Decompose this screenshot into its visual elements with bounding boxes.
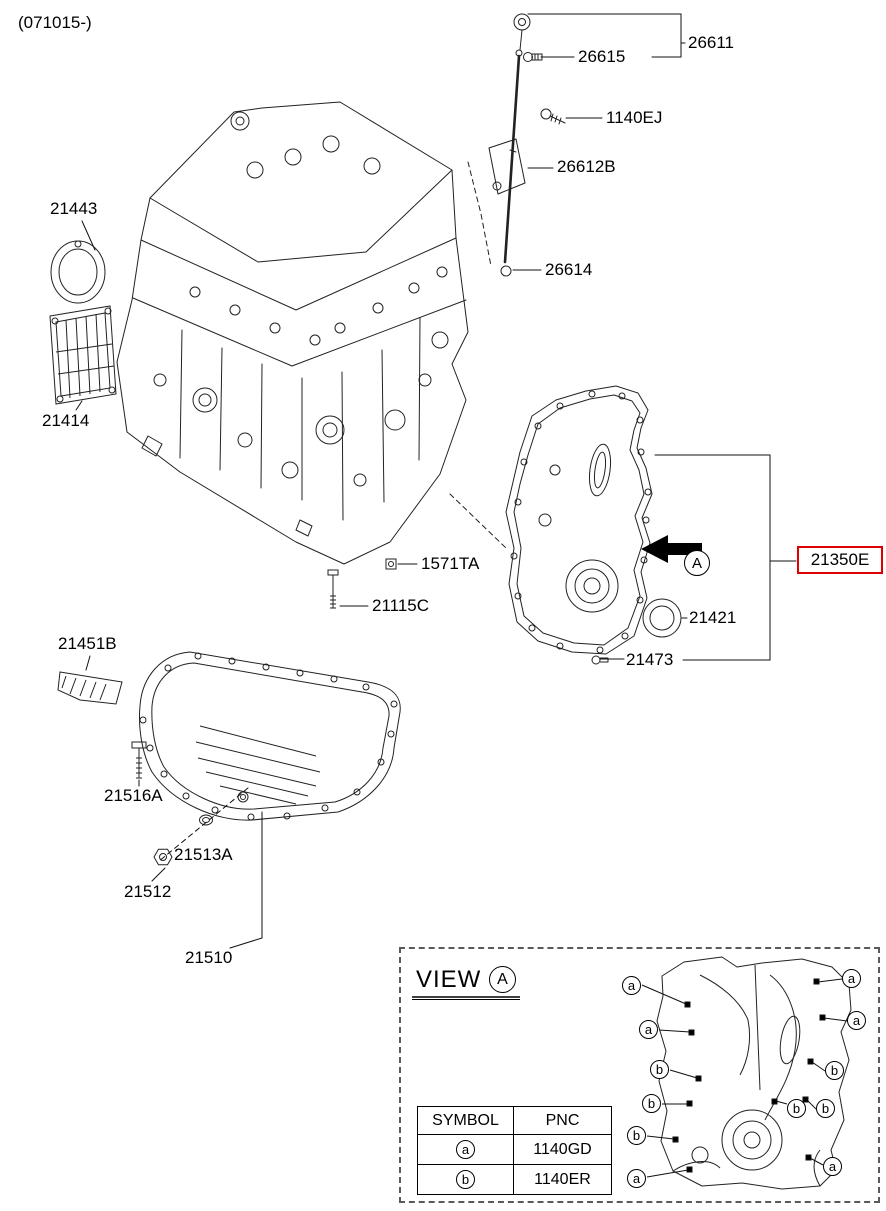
- small-hardware-drawing: [327, 558, 397, 609]
- callout-a-badge: A: [684, 550, 710, 576]
- inset-marker-a: a: [622, 976, 641, 995]
- inset-marker-a: a: [842, 969, 861, 988]
- inset-marker-a: a: [639, 1020, 658, 1039]
- symbol-pnc-table: SYMBOL PNC a 1140GD b 1140ER: [417, 1106, 612, 1195]
- table-row: a 1140GD: [417, 1134, 612, 1165]
- table-row: b 1140ER: [417, 1164, 612, 1195]
- inset-marker-leaders: [641, 978, 848, 1178]
- inset-marker-b: b: [650, 1060, 669, 1079]
- part-label-1140EJ[interactable]: 1140EJ: [606, 108, 663, 127]
- timing-cover-drawing: [505, 385, 682, 665]
- part-label-21421[interactable]: 21421: [689, 608, 737, 627]
- crankshaft-seal-drawing: [50, 240, 106, 304]
- inset-marker-a: a: [847, 1011, 866, 1030]
- part-label-1571TA[interactable]: 1571TA: [421, 554, 480, 573]
- part-label-21512[interactable]: 21512: [124, 882, 172, 901]
- part-label-21510[interactable]: 21510: [185, 948, 233, 967]
- engine-block-drawing: [116, 101, 507, 565]
- symbol-cell: a: [417, 1134, 514, 1165]
- inset-marker-b: b: [816, 1099, 835, 1118]
- highlight-box-21350E[interactable]: 21350E: [797, 546, 883, 574]
- part-label-26612B[interactable]: 26612B: [557, 157, 616, 176]
- part-label-26611[interactable]: 26611: [688, 33, 735, 52]
- part-label-21513A[interactable]: 21513A: [174, 845, 233, 864]
- part-label-21443[interactable]: 21443: [50, 199, 98, 218]
- oil-dipstick-drawing: [488, 13, 566, 277]
- view-a-inset-panel: VIEW A SYMBOL PNC a 1140GD b 1140ER: [399, 947, 880, 1203]
- part-label-21516A[interactable]: 21516A: [104, 786, 163, 805]
- revision-code: (071015-): [18, 13, 92, 32]
- view-title-underline: [412, 999, 520, 1000]
- symbol-cell: b: [417, 1164, 514, 1195]
- pnc-cell: 1140ER: [513, 1164, 612, 1195]
- inset-marker-a: a: [823, 1157, 842, 1176]
- pan-hardware-drawing: [131, 741, 213, 866]
- inset-marker-a: a: [627, 1169, 646, 1188]
- part-label-26615[interactable]: 26615: [578, 47, 626, 66]
- part-label-21473[interactable]: 21473: [626, 650, 674, 669]
- inset-marker-b: b: [642, 1094, 661, 1113]
- column-header-symbol: SYMBOL: [417, 1106, 514, 1135]
- pnc-cell: 1140GD: [513, 1134, 612, 1165]
- part-label-21451B[interactable]: 21451B: [58, 634, 117, 653]
- part-label-21414[interactable]: 21414: [42, 411, 90, 430]
- leader-lines: [75, 13, 797, 949]
- view-title: VIEW: [416, 966, 482, 993]
- pointer-arrow-icon: [641, 535, 702, 563]
- view-a-letter-badge: A: [489, 966, 516, 993]
- part-label-21115C[interactable]: 21115C: [372, 596, 430, 615]
- inset-marker-b: b: [627, 1126, 646, 1145]
- column-header-pnc: PNC: [513, 1106, 612, 1135]
- inset-marker-b: b: [787, 1099, 806, 1118]
- inset-marker-b: b: [825, 1061, 844, 1080]
- gasket-strip-drawing: [57, 671, 123, 705]
- ladder-frame-plate-drawing: [49, 305, 117, 405]
- table-header-row: SYMBOL PNC: [417, 1106, 612, 1135]
- symbol-b-badge: b: [456, 1170, 475, 1189]
- part-label-26614[interactable]: 26614: [545, 260, 593, 279]
- inset-cover-front-view-drawing: [412, 956, 852, 1190]
- symbol-a-badge: a: [456, 1140, 475, 1159]
- oil-pan-drawing: [139, 651, 401, 821]
